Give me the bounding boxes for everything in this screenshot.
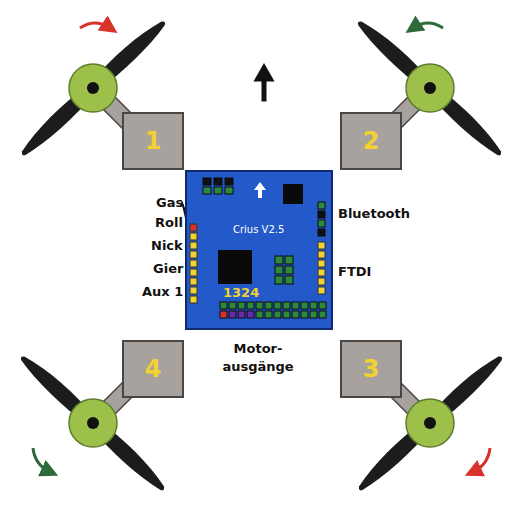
signal-name: Gas: [156, 195, 183, 210]
motor-number: 3: [363, 355, 380, 383]
board-name: Crius V2.5: [233, 224, 284, 235]
propeller: [17, 16, 507, 495]
motor-box: 4: [122, 340, 184, 398]
board-components: [187, 172, 331, 328]
rotation-arrow: [33, 23, 490, 472]
signal-name: Nick: [151, 238, 183, 253]
motor-box: 1: [122, 112, 184, 170]
motor-number: 4: [145, 355, 162, 383]
port-name: Motor- ausgänge: [218, 340, 298, 375]
port-name: FTDI: [338, 264, 371, 279]
signal-name: Aux 1: [142, 284, 183, 299]
motor-shaft: [87, 82, 436, 429]
motor-order: 1324: [223, 285, 259, 300]
flight-controller-board: Crius V2.5 1324: [185, 170, 333, 330]
motor-box: 2: [340, 112, 402, 170]
signal-name: Gier: [153, 261, 183, 276]
motor-box: 3: [340, 340, 402, 398]
direction-arrow: [256, 66, 272, 100]
port-name: Bluetooth: [338, 206, 410, 221]
motor-arm: [88, 82, 435, 429]
motor-number: 2: [363, 127, 380, 155]
signal-name: Roll: [155, 215, 183, 230]
motor-number: 1: [145, 127, 162, 155]
motor-hub: [69, 64, 454, 447]
